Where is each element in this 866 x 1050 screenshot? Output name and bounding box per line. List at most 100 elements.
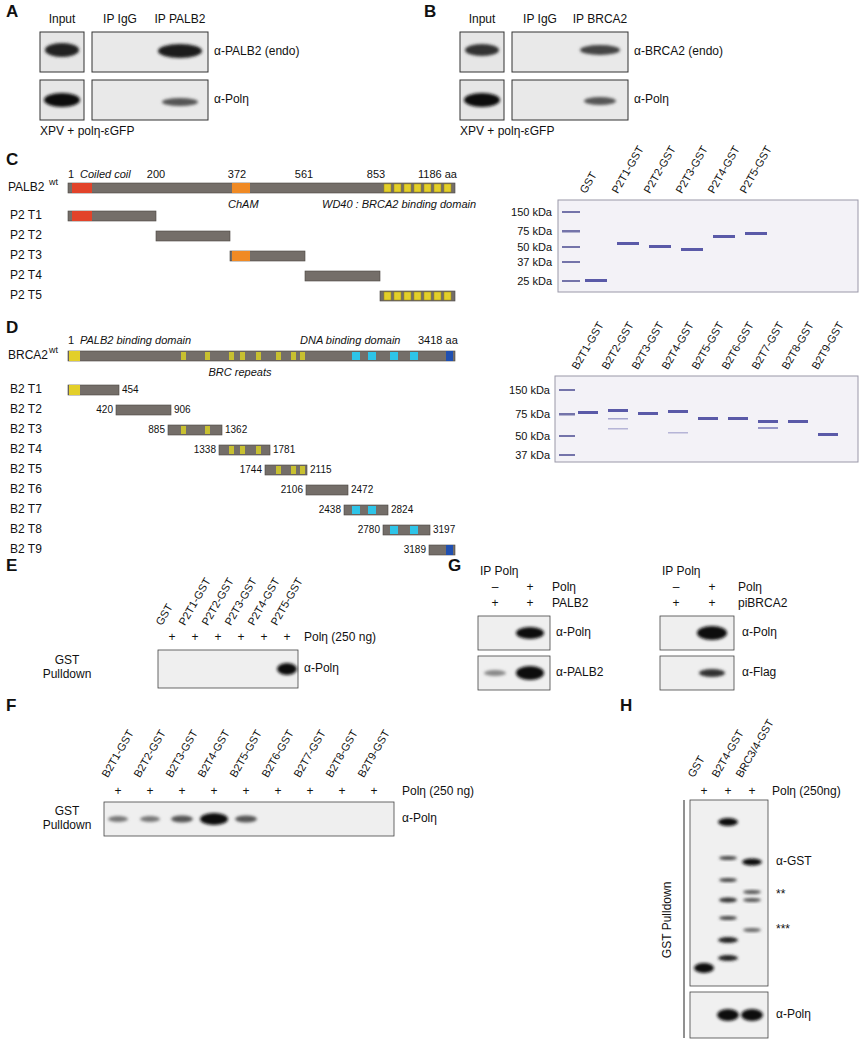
residue-number: 906 xyxy=(174,404,191,416)
protein-map xyxy=(68,351,455,555)
condition-sign: + xyxy=(168,631,175,645)
mw-marker: 75 kDa xyxy=(515,408,550,421)
condition-sign: + xyxy=(672,597,679,611)
construct-label: PALB2 xyxy=(8,181,44,195)
residue-number: 420 xyxy=(96,404,113,416)
band-marker: *** xyxy=(776,923,790,937)
construct-label: P2 T5 xyxy=(10,289,42,303)
panel-letter: A xyxy=(6,2,18,22)
mw-marker: 37 kDa xyxy=(517,256,552,269)
western-blot xyxy=(684,800,768,1038)
lane-label: IP IgG xyxy=(523,13,557,27)
condition-sign: + xyxy=(491,597,498,611)
construct-label: P2 T3 xyxy=(10,249,42,263)
residue-number: 3418 aa xyxy=(418,334,458,347)
antibody-label: α-Polη xyxy=(556,626,591,640)
construct-label: B2 T2 xyxy=(10,403,42,417)
antibody-label: α-Polη xyxy=(214,93,249,107)
condition-sign: + xyxy=(700,785,707,799)
condition-sign: – xyxy=(492,581,499,595)
construct-label: P2 T1 xyxy=(10,209,42,223)
construct-label: B2 T7 xyxy=(10,503,42,517)
residue-number: 853 xyxy=(367,168,385,181)
lane-label: B2T1-GST xyxy=(99,728,136,780)
mw-marker: 37 kDa xyxy=(515,449,550,462)
panel-letter: G xyxy=(448,556,461,576)
mw-marker: 25 kDa xyxy=(517,275,552,288)
western-blot xyxy=(158,650,298,688)
panel-letter: C xyxy=(6,150,18,170)
construct-label: wt xyxy=(49,345,58,355)
domain-label: PALB2 binding domain xyxy=(80,334,191,347)
condition-sign: + xyxy=(526,597,533,611)
condition-sign: + xyxy=(146,785,153,799)
construct-label: P2 T4 xyxy=(10,269,42,283)
note: XPV + polη-εGFP xyxy=(40,125,134,139)
condition-sign: + xyxy=(178,785,185,799)
residue-number: 2780 xyxy=(358,524,380,536)
coomassie-gel xyxy=(555,376,858,462)
antibody-label: α-Polη xyxy=(304,662,339,676)
lane-label: B2T3-GST xyxy=(163,728,200,780)
residue-number: 2438 xyxy=(319,504,341,516)
mw-marker: 50 kDa xyxy=(515,430,550,443)
condition-label: Polη (250ng) xyxy=(772,785,841,799)
residue-number: 200 xyxy=(147,168,165,181)
condition-sign: + xyxy=(210,785,217,799)
lane-label: IP IgG xyxy=(103,13,137,27)
lane-label: Input xyxy=(469,13,496,27)
condition-sign: + xyxy=(708,581,715,595)
lane-label: IP PALB2 xyxy=(155,13,206,27)
lane-label: GST xyxy=(685,754,707,780)
mw-marker: 150 kDa xyxy=(511,206,552,219)
domain-label: BRC repeats xyxy=(209,366,272,379)
condition-sign: + xyxy=(260,631,267,645)
lane-label: B2T4-GST xyxy=(195,728,232,780)
condition-sign: + xyxy=(306,785,313,799)
lane-label: B2T9-GST xyxy=(355,728,392,780)
antibody-label: α-Polη xyxy=(634,93,669,107)
domain-label: DNA binding domain xyxy=(300,334,400,347)
condition-sign: + xyxy=(748,785,755,799)
condition-label: Polη (250 ng) xyxy=(304,631,376,645)
antibody-label: α-Polη xyxy=(776,1008,811,1022)
lane-label: GST xyxy=(577,170,599,196)
condition-label: piBRCA2 xyxy=(738,597,787,611)
construct-label: B2 T8 xyxy=(10,523,42,537)
lane-label: P2T4-GST xyxy=(705,144,742,196)
condition-sign: + xyxy=(724,785,731,799)
western-blot xyxy=(40,32,208,120)
mw-marker: 75 kDa xyxy=(517,225,552,238)
condition-sign: + xyxy=(237,631,244,645)
construct-label: P2 T2 xyxy=(10,229,42,243)
residue-number: 1744 xyxy=(240,464,262,476)
residue-number: 2472 xyxy=(351,484,373,496)
lane-label: Input xyxy=(49,13,76,27)
condition-label: Polη (250 ng) xyxy=(402,785,474,799)
lane-label: B2T7-GST xyxy=(291,728,328,780)
condition-label: Polη xyxy=(552,581,576,595)
lane-label: B2T6-GST xyxy=(259,728,296,780)
construct-label: B2 T5 xyxy=(10,463,42,477)
lane-label: BRC3/4-GST xyxy=(733,718,776,780)
lane-label: B2T2-GST xyxy=(131,728,168,780)
condition-sign: + xyxy=(283,631,290,645)
residue-number: 2106 xyxy=(281,484,303,496)
lane-label: P2T5-GST xyxy=(737,144,774,196)
residue-number: 3189 xyxy=(404,544,426,556)
construct-label: BRCA2 xyxy=(8,349,48,363)
construct-label: B2 T4 xyxy=(10,443,42,457)
lane-label: IP Polη xyxy=(480,565,518,579)
band-marker: ** xyxy=(776,888,785,902)
residue-number: 2115 xyxy=(310,464,332,476)
construct-label: wt xyxy=(49,177,58,187)
condition-label: PALB2 xyxy=(552,597,588,611)
antibody-label: α-Flag xyxy=(742,666,776,680)
residue-number: 1186 aa xyxy=(418,168,457,181)
condition-sign: + xyxy=(214,631,221,645)
residue-number: 2824 xyxy=(391,504,413,516)
western-blot xyxy=(478,616,734,690)
domain-label: Coiled coil xyxy=(80,168,131,181)
note: GST Pulldown xyxy=(36,805,98,833)
construct-label: B2 T3 xyxy=(10,423,42,437)
